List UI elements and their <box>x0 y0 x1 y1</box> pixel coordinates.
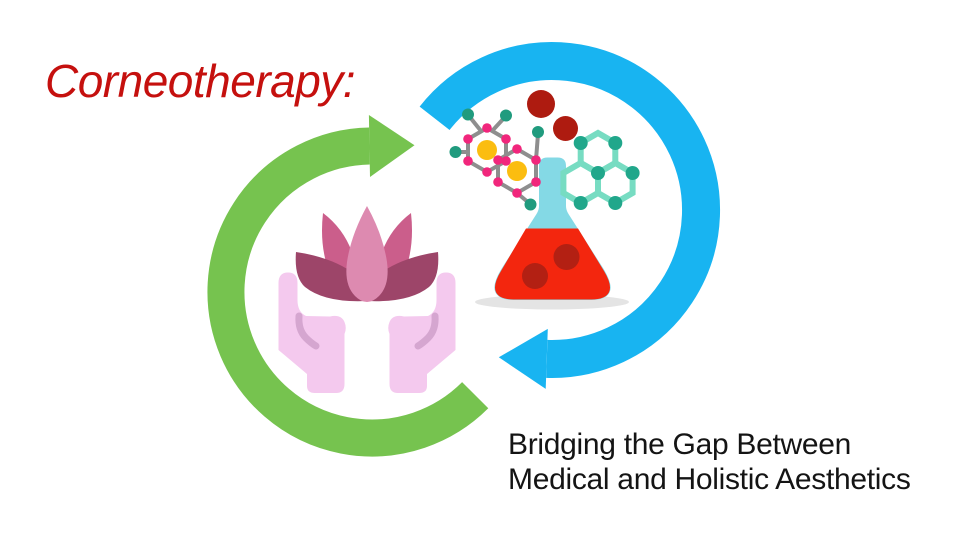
ring-molecule-centers <box>477 140 527 181</box>
ring-molecule-terminals <box>449 108 544 211</box>
ring-molecule-nodes <box>463 123 541 198</box>
green-arrowhead-icon <box>368 115 415 177</box>
subtitle: Bridging the Gap Between Medical and Hol… <box>508 427 911 497</box>
left-hand <box>278 272 346 393</box>
lotus-outer-petals <box>295 252 439 302</box>
green-arc <box>207 127 489 457</box>
left-hand-shape <box>278 272 346 393</box>
flask-bubbles <box>522 244 580 289</box>
flask-liquid <box>494 228 611 300</box>
subtitle-line-1: Bridging the Gap Between <box>508 428 852 461</box>
subtitle-line-2: Medical and Holistic Aesthetics <box>508 463 911 496</box>
ring-molecule-icon <box>449 108 544 211</box>
right-hand <box>388 272 456 393</box>
left-hand-crease <box>295 312 320 350</box>
green-cycle-arrow-icon <box>207 115 489 457</box>
hexagon-molecule-icon <box>560 129 640 210</box>
hands-icon <box>278 272 456 393</box>
lotus-icon <box>295 206 439 302</box>
blue-cycle-arrow-icon <box>419 42 720 389</box>
right-hand-crease <box>414 312 439 350</box>
droplet-circles-icon <box>527 90 578 141</box>
flask-icon <box>494 157 611 300</box>
lotus-center-petal <box>346 206 388 302</box>
page-title: Corneotherapy: <box>45 55 356 107</box>
blue-arc <box>419 42 720 378</box>
hexagon-molecule-nodes <box>573 136 640 210</box>
right-hand-shape <box>388 272 456 393</box>
blue-arrowhead-icon <box>498 328 548 389</box>
